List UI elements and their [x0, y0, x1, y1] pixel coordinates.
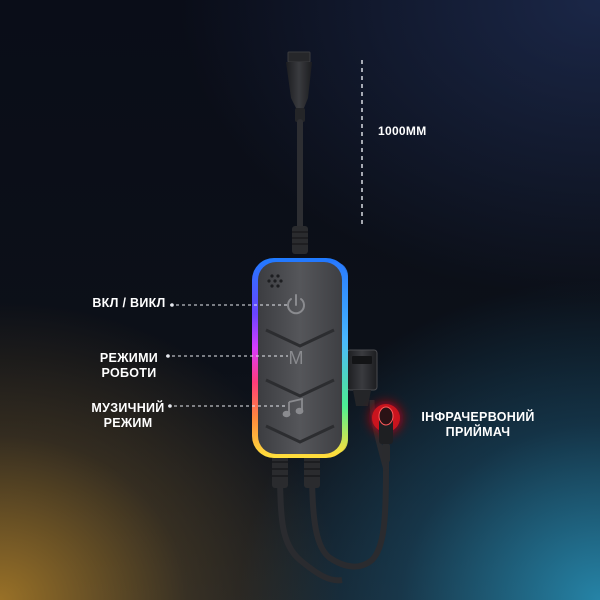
ir-callout: ІНФРАЧЕРВОНИЙ ПРИЙМАЧ — [420, 410, 536, 440]
mode-glyph: M — [289, 348, 304, 368]
power-button[interactable] — [268, 292, 332, 322]
controller-body — [252, 258, 348, 458]
bottom-strain-reliefs — [272, 454, 320, 488]
usb-plug — [286, 51, 312, 122]
music-callout-line2: РЕЖИМ — [103, 416, 153, 430]
modes-callout-line2: РОБОТИ — [101, 366, 157, 380]
music-callout: МУЗИЧНИЙ РЕЖИМ — [86, 401, 170, 431]
top-strain-relief — [292, 226, 308, 254]
music-note-icon — [282, 397, 304, 418]
modes-callout-line1: РЕЖИМИ — [99, 351, 159, 365]
cable-length-label: 1000ММ — [378, 124, 427, 138]
modes-callout: РЕЖИМИ РОБОТИ — [96, 351, 162, 381]
ir-callout-line1: ІНФРАЧЕРВОНИЙ — [421, 410, 535, 424]
power-callout: ВКЛ / ВИКЛ — [92, 296, 166, 310]
speaker-grille — [267, 274, 283, 288]
mode-button[interactable]: M — [268, 342, 332, 374]
music-callout-line1: МУЗИЧНИЙ — [91, 401, 165, 415]
music-button[interactable] — [268, 392, 332, 422]
callout-dots — [166, 303, 174, 408]
ir-callout-line2: ПРИЙМАЧ — [445, 425, 511, 439]
power-icon — [287, 294, 305, 315]
button-separators — [265, 328, 335, 444]
rgb-connector — [346, 349, 378, 406]
ir-receiver — [364, 396, 408, 462]
callout-lines — [166, 304, 288, 407]
